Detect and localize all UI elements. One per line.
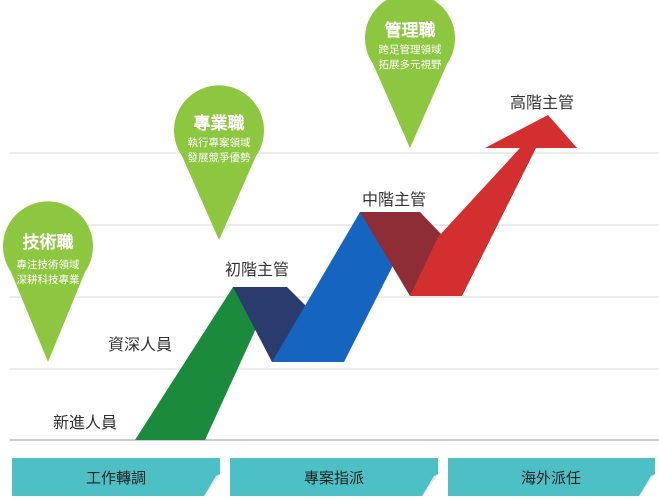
tab-background [12,458,220,496]
green-ribbon-segment [135,287,275,440]
tab-label: 海外派任 [521,469,581,487]
page-curl-icon [204,474,220,496]
map-pin-icon [365,0,455,148]
level-label-new-hire: 新進人員 [53,413,117,432]
tab-background [448,458,655,496]
pin-professional: 專業職 執行專案領域 發展競爭優勢 [174,85,265,240]
level-label-senior-staff: 資深人員 [108,335,172,354]
page-curl-icon [422,474,438,496]
pin-subtitle: 拓展多元視野 [379,58,442,71]
red-arrow-segment [410,115,577,296]
pin-title: 專業職 [194,113,245,134]
tab-background [230,458,438,496]
tab-project-assignment: 專案指派 [230,458,438,496]
pin-subtitle: 深耕科技專業 [17,273,80,286]
pin-subtitle: 執行專案領域 [188,136,251,149]
navy-fold-segment [233,287,310,362]
pin-subtitle: 跨足管理領域 [379,43,442,56]
level-label-junior-manager: 初階主管 [225,260,289,279]
level-label-senior-manager: 高階主管 [510,93,574,112]
tab-label: 專案指派 [304,469,364,487]
tab-label: 工作轉調 [86,469,146,487]
pin-subtitle: 專注技術領域 [17,258,80,271]
pin-title: 技術職 [23,232,74,253]
tab-job-rotation: 工作轉調 [12,458,220,496]
tab-overseas-assignment: 海外派任 [448,458,655,496]
career-ribbon-arrow [135,115,577,440]
pin-technical: 技術職 專注技術領域 深耕科技專業 [3,201,93,362]
map-pin-icon [174,85,265,240]
map-pin-icon [3,201,93,362]
pin-management: 管理職 跨足管理領域 拓展多元視野 [365,0,455,148]
maroon-fold-segment [360,212,442,296]
pin-subtitle: 發展競爭優勢 [188,151,251,164]
level-label-middle-manager: 中階主管 [362,190,426,209]
pin-title: 管理職 [385,20,436,41]
page-curl-icon [639,474,655,496]
